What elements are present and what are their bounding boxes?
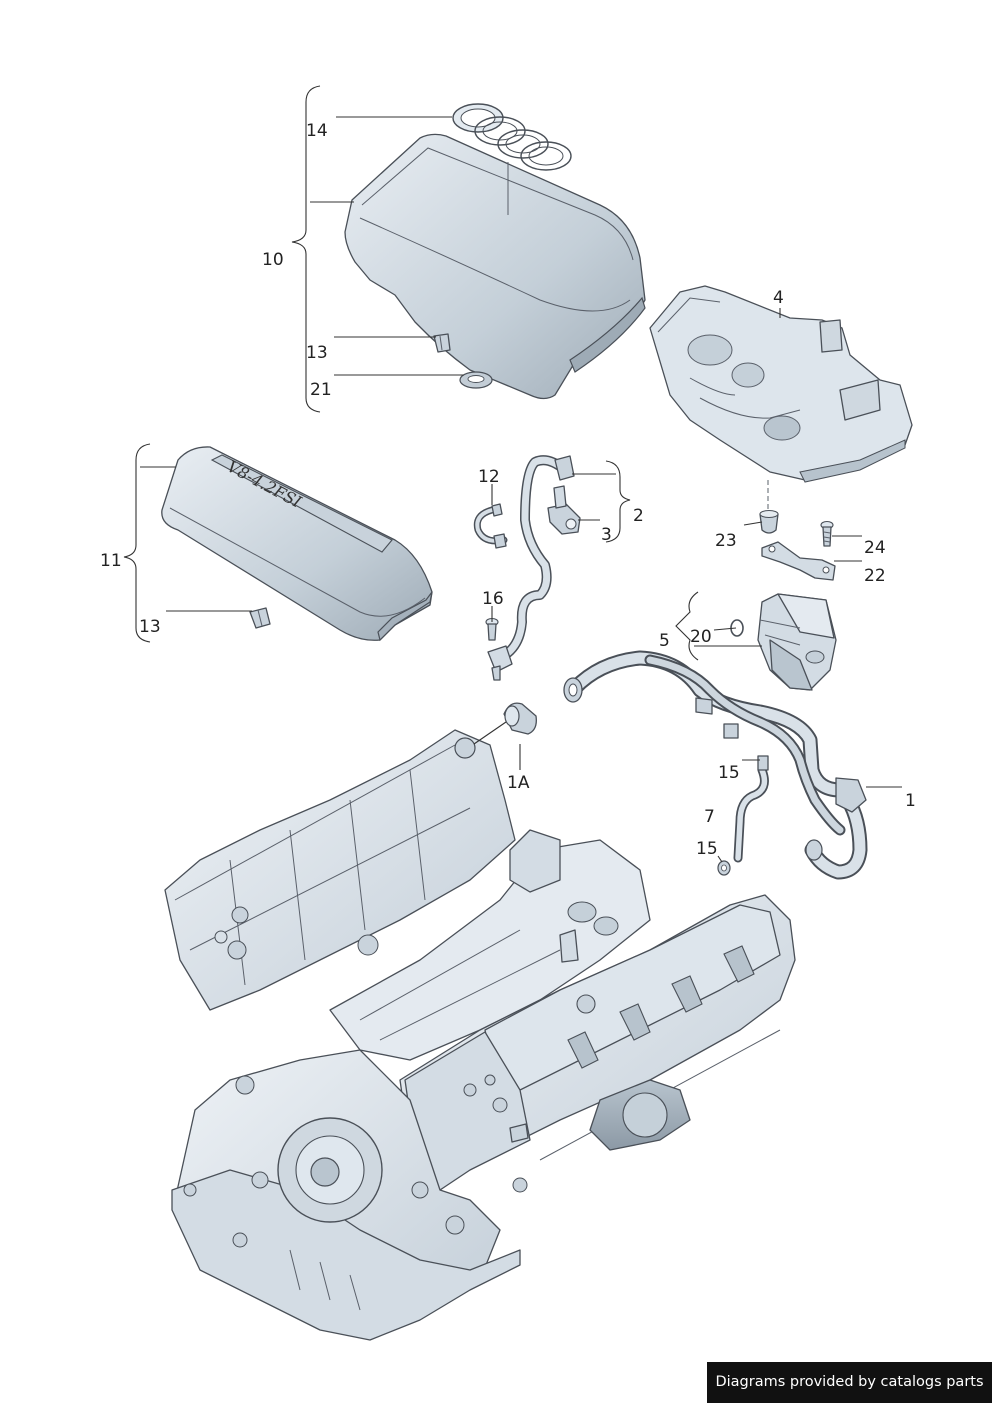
oil-separator [757, 593, 837, 691]
callout-14: 14 [306, 121, 328, 141]
check-valve [547, 485, 581, 535]
rubber-mount [759, 510, 779, 534]
callout-15-lower: 15 [696, 839, 718, 859]
callout-4: 4 [773, 288, 784, 308]
callout-21: 21 [310, 380, 332, 400]
mounting-bracket [761, 541, 836, 581]
callout-13-lower: 13 [139, 617, 161, 637]
callout-2: 2 [633, 506, 644, 526]
callout-11: 11 [100, 551, 122, 571]
retaining-clip-upper [433, 333, 451, 353]
callout-7: 7 [704, 807, 715, 827]
spring-clamp-upper [757, 755, 769, 771]
callout-labels: 14 10 13 21 4 11 13 12 2 3 16 23 24 22 5… [100, 121, 916, 859]
callout-1: 1 [905, 791, 916, 811]
engine-block [164, 729, 796, 1341]
callout-16: 16 [482, 589, 504, 609]
engine-cover-upper [344, 133, 646, 400]
small-hose [733, 765, 769, 863]
callout-3: 3 [601, 525, 612, 545]
spring-clamp-lower [717, 860, 731, 876]
callout-12: 12 [478, 467, 500, 487]
callout-20: 20 [690, 627, 712, 647]
callout-5: 5 [659, 631, 670, 651]
audi-rings-emblem [452, 103, 572, 215]
retaining-clip-lower [249, 607, 271, 629]
grommet [459, 371, 493, 389]
breather-line [487, 455, 575, 681]
hose-clamp [473, 503, 508, 549]
sealing-plug [503, 702, 537, 735]
callout-13: 13 [306, 343, 328, 363]
leader-lines [123, 85, 902, 863]
crankcase-vent-hose [563, 650, 868, 880]
callout-22: 22 [864, 566, 886, 586]
engine-cover-tray [649, 285, 913, 512]
callout-23: 23 [715, 531, 737, 551]
callout-1a: 1A [507, 773, 530, 793]
bolt-screw [820, 520, 834, 547]
screw-16 [485, 617, 499, 641]
callout-10: 10 [262, 250, 284, 270]
callout-24: 24 [864, 538, 886, 558]
diagram-credit: Diagrams provided by catalogs parts [707, 1362, 992, 1403]
callout-15-upper: 15 [718, 763, 740, 783]
